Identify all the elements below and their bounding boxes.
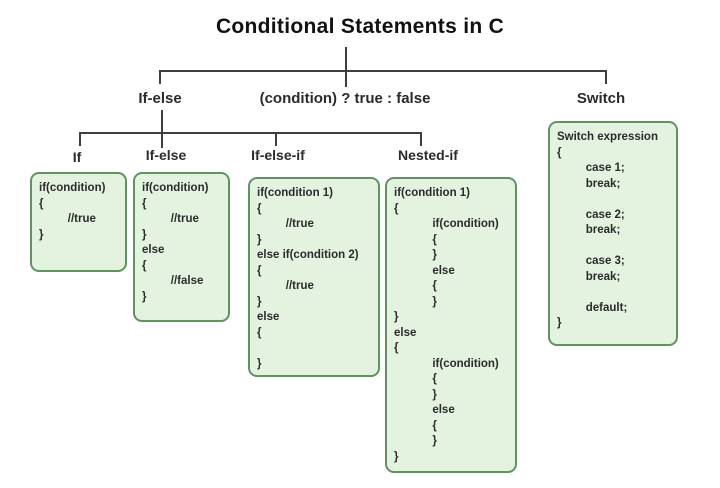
node-nested-if: Nested-if [398, 147, 458, 163]
nested-if-code: if(condition 1) { if(condition) { } else… [394, 187, 499, 463]
node-if-else: If-else [145, 147, 187, 163]
connector-level1-right-stub [605, 70, 607, 84]
connector-level2-right-stub [420, 132, 422, 146]
if-else-if-code-box: if(condition 1) { //true } else if(condi… [248, 177, 380, 377]
connector-ifelse-down [161, 110, 163, 148]
if-code: if(condition) { //true } [39, 182, 106, 241]
diagram-title: Conditional Statements in C [215, 15, 505, 38]
node-switch: Switch [576, 90, 626, 107]
nested-if-code-box: if(condition 1) { if(condition) { } else… [385, 177, 517, 473]
if-else-code-box: if(condition) { //true } else { //false … [133, 172, 230, 322]
if-else-code: if(condition) { //true } else { //false … [142, 182, 209, 303]
connector-level1-left-stub [159, 70, 161, 84]
node-ternary: (condition) ? true : false [259, 90, 431, 107]
connector-level1-bar [159, 70, 607, 72]
connector-level2-mid-stub [275, 132, 277, 146]
node-if-else-if: If-else-if [251, 147, 305, 163]
connector-level1-center-stub [345, 70, 347, 87]
connector-title-down [345, 47, 347, 72]
if-else-if-code: if(condition 1) { //true } else if(condi… [257, 187, 359, 370]
connector-level2-left-stub [79, 132, 81, 146]
node-if-else-parent: If-else [138, 90, 182, 107]
if-code-box: if(condition) { //true } [30, 172, 127, 272]
connector-level2-bar [79, 132, 422, 134]
switch-code-box: Switch expression { case 1; break; case … [548, 121, 678, 346]
switch-code: Switch expression { case 1; break; case … [557, 131, 658, 329]
node-if: If [72, 149, 82, 165]
